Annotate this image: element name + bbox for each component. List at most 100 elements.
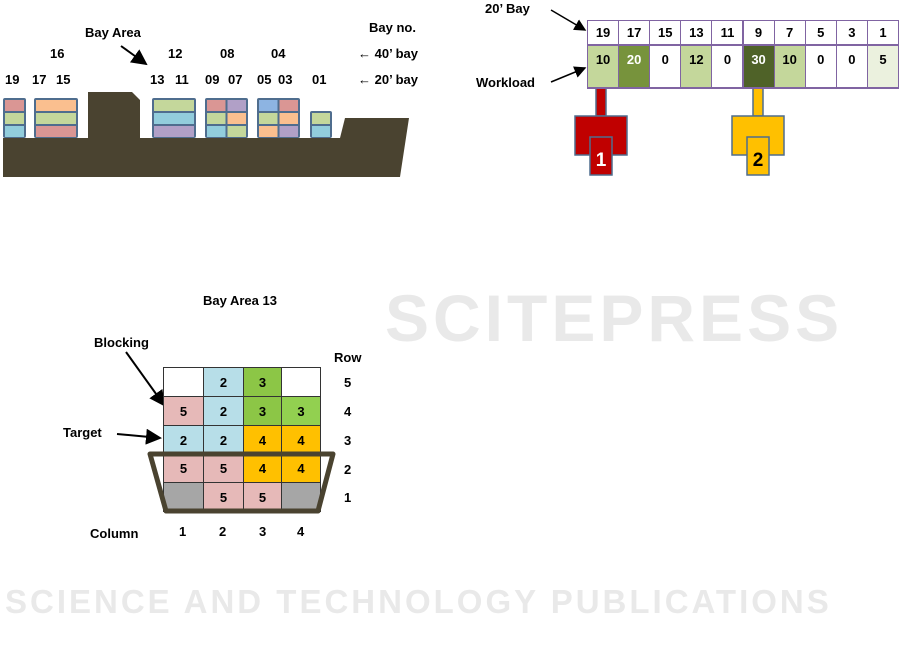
- container: [279, 113, 298, 124]
- bay20-number: 01: [312, 72, 327, 87]
- container: [5, 126, 24, 137]
- bay20-label: ← 20’ bay: [358, 72, 418, 87]
- container-stacks: [3, 98, 332, 138]
- bay-cell: 17: [618, 20, 651, 46]
- container-slot: 4: [243, 425, 282, 455]
- container-slot: 3: [243, 367, 282, 397]
- target-arrow: [116, 428, 162, 445]
- crane-2-icon: 2: [731, 75, 785, 176]
- container-slot: [281, 482, 321, 512]
- bay40-number: 12: [168, 46, 183, 61]
- container: [312, 126, 330, 137]
- workload-cell: 30: [742, 46, 775, 89]
- bay-cell: 19: [587, 20, 620, 46]
- container-slot: 5: [163, 454, 204, 483]
- workload-cell: 0: [804, 46, 837, 89]
- target-label: Target: [63, 425, 102, 440]
- workload-arrow: [550, 66, 587, 83]
- container: [279, 100, 298, 111]
- container-slot: 3: [243, 396, 282, 426]
- bay-cell: 15: [649, 20, 682, 46]
- bay20-number: 05: [257, 72, 272, 87]
- container-slot: 4: [281, 425, 321, 455]
- blocking-label: Blocking: [94, 335, 149, 350]
- bay20-number: 15: [56, 72, 71, 87]
- bay-cell: 5: [804, 20, 837, 46]
- workload-cell: 10: [773, 46, 806, 89]
- container-slot: 2: [203, 396, 244, 426]
- bay40-number: 16: [50, 46, 65, 61]
- container: [5, 100, 24, 111]
- container: [154, 100, 194, 111]
- column-header: Column: [90, 526, 139, 541]
- container-slot: 2: [163, 425, 204, 455]
- bay20-number: 13: [150, 72, 165, 87]
- bay-cell: 1: [866, 20, 899, 46]
- workload-cell: 5: [866, 46, 899, 89]
- bay-area-label: Bay Area: [85, 25, 141, 40]
- container: [259, 113, 278, 124]
- watermark-title: SCITEPRESS: [385, 281, 844, 355]
- crane-label: 2: [753, 150, 764, 171]
- row-number: 5: [344, 375, 352, 390]
- container: [227, 113, 246, 124]
- bay20-number: 11: [175, 72, 189, 87]
- container-slot: 4: [243, 454, 282, 483]
- container: [36, 100, 76, 111]
- bay20-number: 09: [205, 72, 220, 87]
- ship-hull: [3, 118, 409, 177]
- container-slot: 3: [281, 396, 321, 426]
- container-slot: 5: [243, 482, 282, 512]
- container-slot: 5: [163, 396, 204, 426]
- container: [227, 100, 246, 111]
- workload-cell: 12: [680, 46, 713, 89]
- column-number: 1: [179, 524, 187, 539]
- bay-no-label: Bay no.: [369, 20, 416, 35]
- container-slot: [163, 367, 204, 397]
- bay-label: 20’ Bay: [485, 1, 530, 16]
- container: [227, 126, 246, 137]
- row-number: 4: [344, 404, 352, 419]
- bay-cell: 11: [711, 20, 744, 46]
- bay20-number: 07: [228, 72, 243, 87]
- container: [207, 113, 226, 124]
- container: [154, 126, 194, 137]
- ship-superstructure: [88, 92, 140, 138]
- workload-cell: 0: [835, 46, 868, 89]
- container: [259, 100, 278, 111]
- row-number: 2: [344, 462, 352, 477]
- bay40-label: ← 40’ bay: [358, 46, 418, 61]
- bay20-number: 03: [278, 72, 293, 87]
- crane-1-icon: 1: [574, 75, 628, 176]
- container-slot: [163, 482, 204, 512]
- container-slot: [281, 367, 321, 397]
- bay40-number: 08: [220, 46, 235, 61]
- workload-cell: 0: [649, 46, 682, 89]
- row-number: 1: [344, 490, 352, 505]
- column-number: 2: [219, 524, 227, 539]
- bay-cell: 9: [742, 20, 775, 46]
- container: [36, 113, 76, 124]
- workload-cell: 0: [711, 46, 744, 89]
- blocking-arrow: [125, 351, 166, 407]
- workload-label: Workload: [476, 75, 535, 90]
- container-slot: 2: [203, 367, 244, 397]
- container: [5, 113, 24, 124]
- crane-label: 1: [596, 150, 607, 171]
- watermark-subtitle: SCIENCE AND TECHNOLOGY PUBLICATIONS: [5, 583, 832, 620]
- container: [154, 113, 194, 124]
- row-header: Row: [334, 350, 362, 365]
- container-slot: 2: [203, 425, 244, 455]
- container-slot: 4: [281, 454, 321, 483]
- bay-cell: 3: [835, 20, 868, 46]
- column-number: 4: [297, 524, 305, 539]
- container-slot: 5: [203, 454, 244, 483]
- bay-area-title: Bay Area 13: [203, 293, 277, 308]
- container: [259, 126, 278, 137]
- bay40-number: 04: [271, 46, 286, 61]
- bay20-number: 19: [5, 72, 20, 87]
- bay20-number: 17: [32, 72, 47, 87]
- container: [207, 126, 226, 137]
- container: [279, 126, 298, 137]
